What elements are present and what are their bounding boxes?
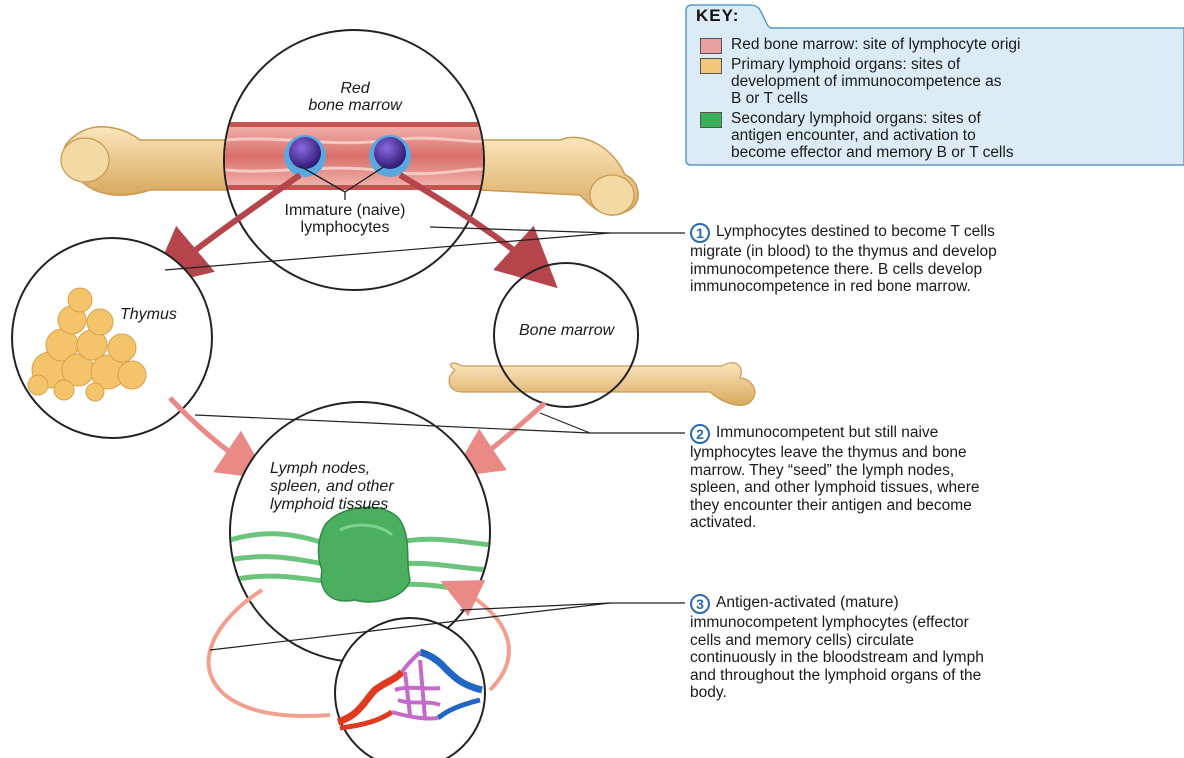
- label-red-bone-marrow: Red bone marrow: [280, 80, 430, 115]
- key-entry-primary-lymphoid: Primary lymphoid organs: sites of develo…: [731, 56, 1002, 107]
- step-line: and throughout the lymphoid organs of th…: [690, 666, 982, 684]
- step-line: marrow. They “seed” the lymph nodes,: [690, 461, 955, 479]
- step-line: they encounter their antigen and become: [690, 496, 972, 514]
- label-line: bone marrow: [308, 97, 402, 115]
- label-line: lymphocytes: [300, 219, 390, 237]
- step-text: Immunocompetent but still naive: [716, 424, 939, 441]
- key-entry-line: Secondary lymphoid organs: sites of: [731, 110, 981, 127]
- step-line: 2 Immunocompetent but still naive: [690, 424, 980, 444]
- key-entry-line: antigen encounter, and activation to: [731, 127, 976, 144]
- label-line: Lymph nodes,: [270, 460, 371, 477]
- step-line: 1 Lymphocytes destined to become T cells: [690, 223, 997, 243]
- step-number-icon: 2: [690, 424, 710, 444]
- lymphocyte-cell: [284, 135, 326, 177]
- label-line: lymphoid tissues: [270, 496, 389, 513]
- label-bone-marrow: Bone marrow: [519, 322, 615, 339]
- label-immature-lymphocytes: Immature (naive) lymphocytes: [260, 202, 430, 237]
- step-line: activated.: [690, 514, 757, 531]
- capillary-bed-illustration: [336, 648, 483, 731]
- step-text: Lymphocytes destined to become T cells: [716, 223, 995, 240]
- label-line: spleen, and other: [270, 478, 394, 495]
- label-line: Immature (naive): [284, 202, 406, 219]
- key-swatch-red-bone-marrow: [700, 38, 722, 54]
- key-title: KEY:: [696, 6, 740, 25]
- step-line: cells and memory cells) circulate: [690, 631, 914, 649]
- step-line: migrate (in blood) to the thymus and dev…: [690, 243, 997, 260]
- step-line: spleen, and other lymphoid tissues, wher…: [690, 479, 980, 496]
- lymphocyte-cell: [369, 135, 411, 177]
- step-line: immunocompetence there. B cells develop: [690, 260, 983, 278]
- step-line: lymphocytes leave the thymus and bone: [690, 444, 967, 461]
- step-line: continuously in the bloodstream and lymp…: [690, 649, 984, 666]
- thymus-illustration: [27, 287, 147, 402]
- label-lymph-nodes: Lymph nodes, spleen, and other lymphoid …: [270, 460, 450, 514]
- bone-illustration: [448, 362, 756, 406]
- key-entry-line: development of immunocompetence as: [731, 73, 1002, 90]
- key-entry-line: B or T cells: [731, 90, 808, 107]
- step-3: 3 Antigen-activated (mature) immunocompet…: [690, 594, 984, 702]
- key-entry-secondary-lymphoid: Secondary lymphoid organs: sites of anti…: [731, 110, 1014, 161]
- step-2: 2 Immunocompetent but still naive lymphoc…: [690, 424, 980, 532]
- red-bone-marrow-illustration: [225, 122, 483, 190]
- key-swatch-primary-lymphoid: [700, 58, 722, 74]
- label-thymus: Thymus: [120, 306, 177, 323]
- key-entry-red-bone-marrow: Red bone marrow: site of lymphocyte orig…: [731, 36, 1020, 53]
- label-line: Red: [340, 80, 370, 97]
- step-line: immunocompetence in red bone marrow.: [690, 278, 971, 295]
- key-entry-line: Primary lymphoid organs: sites of: [731, 56, 961, 73]
- key-swatch-secondary-lymphoid: [700, 112, 722, 128]
- key-entry-line: become effector and memory B or T cells: [731, 144, 1014, 161]
- step-line: 3 Antigen-activated (mature): [690, 594, 984, 614]
- step-text: Antigen-activated (mature): [716, 594, 899, 611]
- step-line: body.: [690, 684, 727, 701]
- step-number-icon: 3: [690, 594, 710, 614]
- bone-illustration: [60, 126, 639, 216]
- step-number-icon: 1: [690, 223, 710, 243]
- step-line: immunocompetent lymphocytes (effector: [690, 614, 969, 631]
- key-entry-line: Red bone marrow: site of lymphocyte orig…: [731, 36, 1021, 53]
